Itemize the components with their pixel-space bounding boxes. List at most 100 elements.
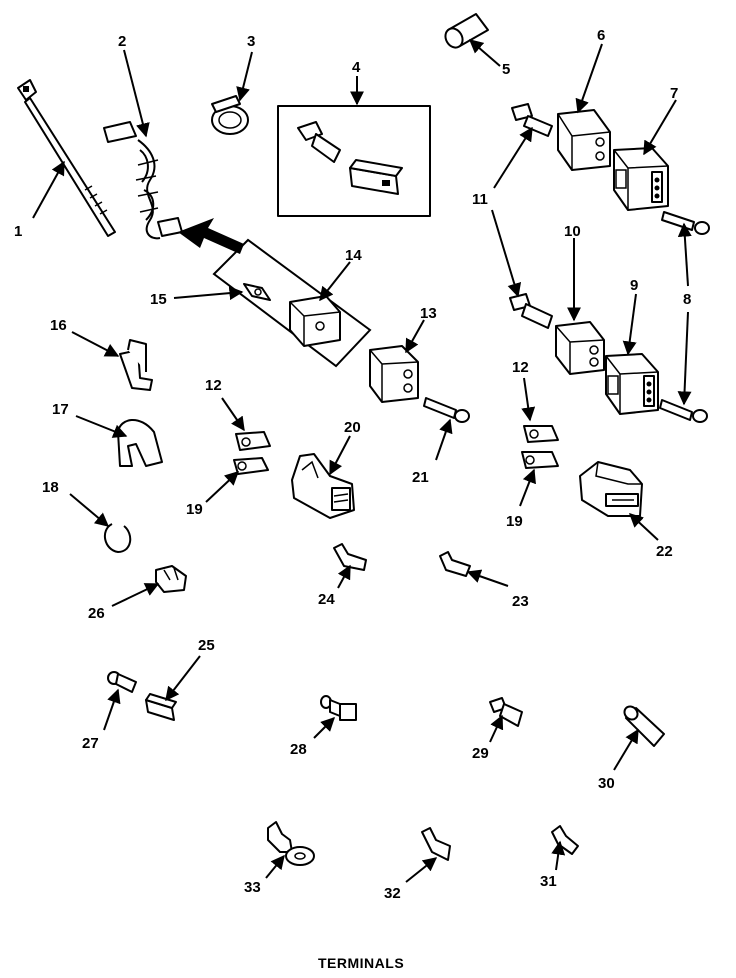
part-17-clip (117, 419, 163, 467)
leader-18 (69, 493, 110, 527)
label-20: 20 (344, 419, 361, 436)
leader-16 (71, 331, 120, 357)
label-9: 9 (630, 277, 638, 294)
part-31-terminal (551, 825, 579, 855)
leader-27 (103, 688, 121, 731)
label-30: 30 (598, 775, 615, 792)
label-4: 4 (352, 59, 361, 76)
label-12b: 12 (512, 359, 529, 376)
part-20-housing (291, 453, 355, 519)
part-30-butt-connector (623, 705, 665, 747)
part-22-housing (579, 461, 643, 517)
leader-2 (123, 49, 150, 138)
part-13-connector (369, 345, 419, 403)
leader-26 (111, 583, 160, 607)
part-18-ring (103, 523, 132, 554)
callout-arrow (178, 218, 244, 254)
label-1: 1 (14, 223, 22, 240)
part-10-connector (555, 321, 605, 375)
leader-25 (165, 655, 201, 702)
label-6: 6 (597, 27, 605, 44)
label-33: 33 (244, 879, 261, 896)
label-7: 7 (670, 85, 678, 102)
leader-15 (173, 286, 244, 301)
leader-17 (75, 415, 128, 438)
leader-28 (313, 717, 335, 739)
leader-7 (643, 99, 677, 156)
leader-24 (337, 564, 351, 589)
leader-20 (329, 435, 351, 476)
leader-29 (489, 714, 504, 743)
leader-13 (405, 319, 425, 354)
part-9-connector (605, 353, 659, 415)
part-12-terminal-b (523, 425, 559, 443)
leader-30 (613, 728, 639, 771)
label-13: 13 (420, 305, 437, 322)
label-2: 2 (118, 33, 126, 50)
label-19b: 19 (506, 513, 523, 530)
part-7-connector (613, 147, 669, 211)
part-8-pin-terminal-a (661, 211, 710, 235)
leader-11 (491, 126, 533, 298)
part-11-terminal-b (509, 293, 553, 329)
label-28: 28 (290, 741, 307, 758)
part-12-terminal-a (235, 431, 271, 451)
leader-14 (319, 261, 351, 302)
part-16-clip (119, 339, 153, 391)
part-1-cable-tie (17, 79, 116, 237)
label-12: 12 (205, 377, 222, 394)
leader-9 (622, 293, 637, 356)
leader-23 (466, 569, 509, 587)
label-29: 29 (472, 745, 489, 762)
label-8: 8 (683, 291, 691, 308)
label-19: 19 (186, 501, 203, 518)
label-32: 32 (384, 885, 401, 902)
label-10: 10 (564, 223, 581, 240)
leader-22 (628, 513, 659, 541)
part-33-ring-terminal (267, 821, 315, 866)
part-19-terminal-a (233, 457, 269, 475)
label-15: 15 (150, 291, 167, 308)
leader-5 (468, 39, 501, 67)
label-11: 11 (472, 191, 488, 208)
leader-32 (405, 857, 438, 883)
label-23: 23 (512, 593, 529, 610)
part-19-terminal-b (521, 451, 559, 469)
label-17: 17 (52, 401, 69, 418)
label-18: 18 (42, 479, 59, 496)
part-3-clamp (211, 95, 249, 135)
part-2-harness-clip (103, 121, 183, 240)
label-5: 5 (502, 61, 510, 78)
part-21-pin (423, 397, 470, 423)
leader-8 (677, 222, 692, 406)
leader-6 (575, 43, 603, 114)
label-3: 3 (247, 33, 255, 50)
label-27: 27 (82, 735, 99, 752)
leader-3 (236, 51, 253, 102)
part-26-clip (155, 565, 187, 593)
label-26: 26 (88, 605, 105, 622)
part-15-terminal (243, 283, 271, 301)
diagram-title: TERMINALS (318, 955, 404, 971)
leader-31 (551, 840, 566, 871)
part-14-connector (289, 295, 341, 347)
part-27-terminal (107, 671, 137, 693)
leader-12 (221, 377, 536, 432)
label-25: 25 (198, 637, 215, 654)
leader-1 (32, 160, 65, 219)
part-28-terminal (320, 695, 357, 721)
label-22: 22 (656, 543, 673, 560)
part-32-terminal (421, 827, 451, 861)
part-25-insulator (145, 693, 177, 721)
leader-33 (265, 854, 285, 879)
leader-21 (435, 418, 453, 461)
label-21: 21 (412, 469, 429, 486)
label-31: 31 (540, 873, 557, 890)
leader-19 (205, 468, 536, 507)
label-24: 24 (318, 591, 335, 608)
part-29-terminal (489, 697, 523, 727)
part-5-sleeve (444, 13, 489, 49)
label-16: 16 (50, 317, 67, 334)
part-11-terminal-a (511, 103, 553, 137)
